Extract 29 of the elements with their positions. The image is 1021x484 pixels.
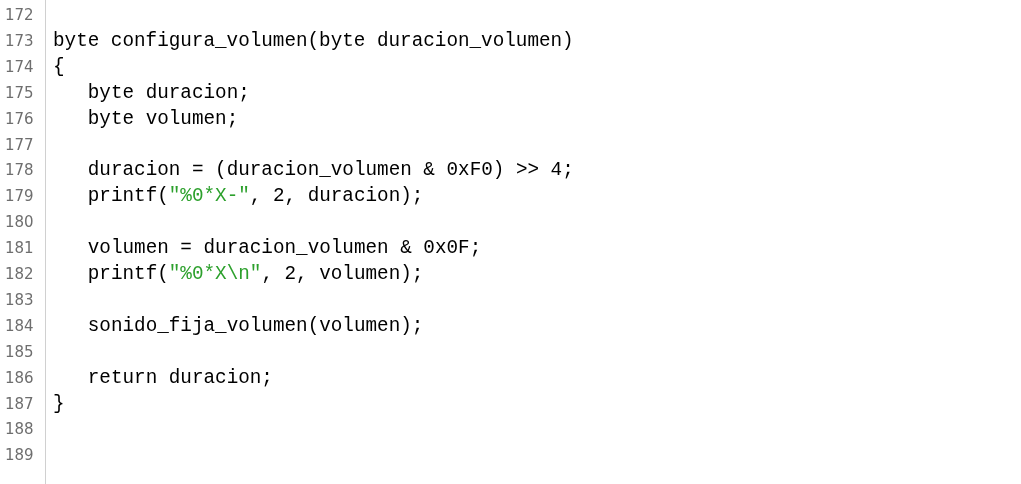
code-line: printf("%0*X-", 2, duracion); [87, 185, 424, 208]
line-number: 172 [5, 5, 34, 25]
line-number: 174 [5, 56, 34, 77]
line-number: 180 [5, 212, 34, 233]
line-number: 188 [5, 419, 34, 440]
line-number: 189 [5, 445, 34, 466]
code-line: return duracion; [87, 366, 273, 389]
line-number: 178 [5, 160, 34, 181]
line-number: 176 [5, 108, 34, 129]
line-number: 184 [5, 315, 34, 336]
code-line: duracion = (duracion_volumen & 0xF0) >> 4; [87, 159, 574, 182]
code-line: volumen = duracion_volumen & 0x0F; [87, 237, 482, 260]
code-line: sonido_fija_volumen(volumen); [87, 314, 424, 337]
code-line: byte duracion; [87, 81, 250, 104]
code-line: printf("%0*X\n", 2, volumen); [87, 263, 424, 285]
line-number: 175 [5, 82, 34, 103]
line-number: 182 [5, 264, 34, 284]
line-number: 177 [5, 134, 34, 155]
line-number: 179 [5, 186, 34, 207]
line-number: 187 [5, 393, 34, 414]
line-number: 173 [5, 30, 34, 51]
code-line: byte volumen; [87, 107, 239, 130]
line-number: 186 [5, 367, 34, 388]
code-line: byte configura_volumen(byte duracion_volumen) [53, 29, 574, 52]
code-line: { [53, 55, 65, 78]
line-number: 181 [5, 238, 34, 259]
line-number: 185 [5, 341, 34, 362]
line-number: 183 [5, 289, 34, 310]
code-line: } [53, 392, 65, 415]
